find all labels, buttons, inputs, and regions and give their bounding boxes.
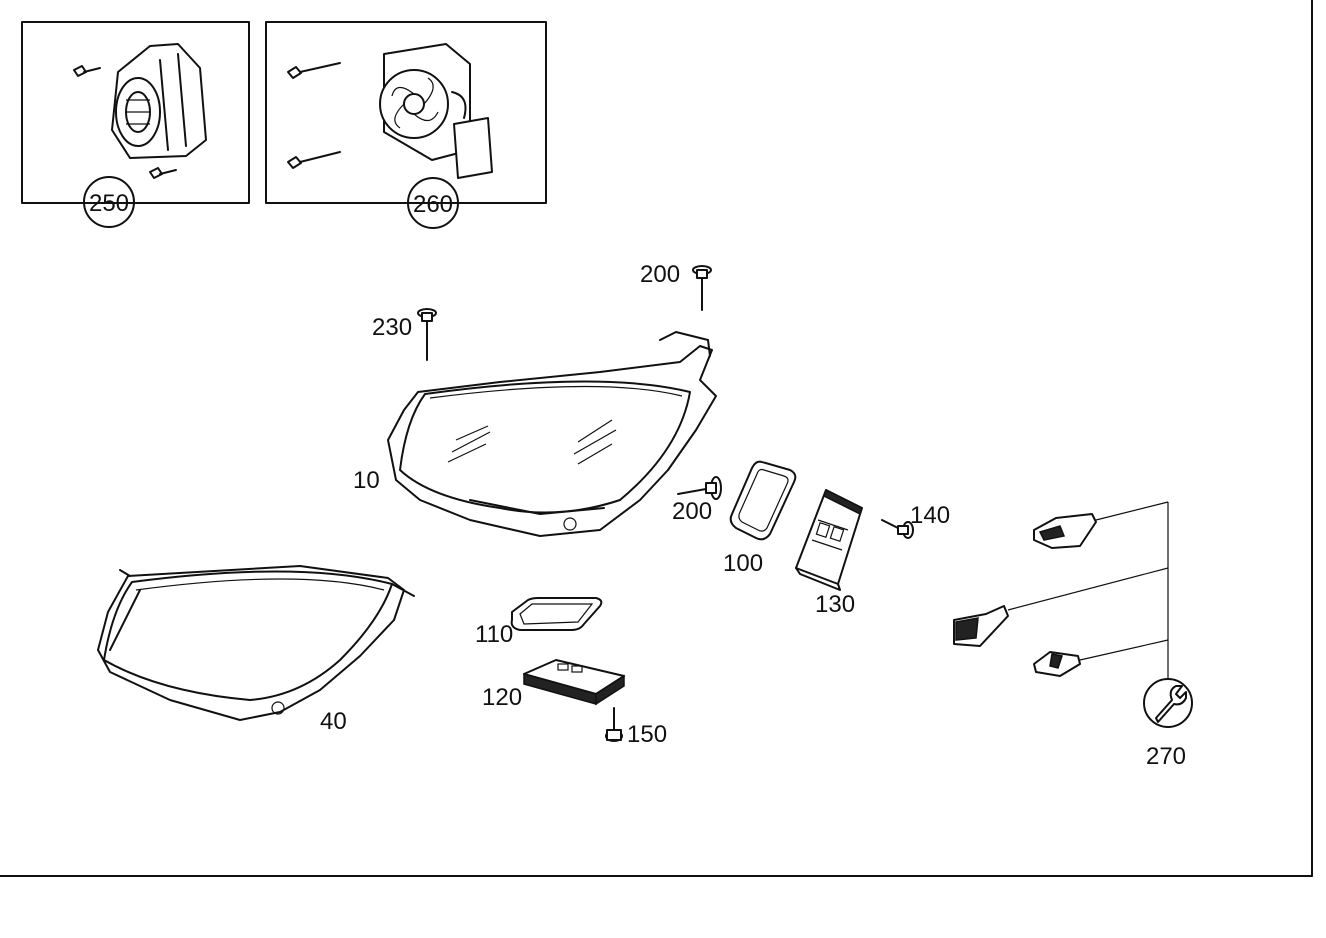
screw-200-top[interactable]: 200 [640,261,712,311]
label-140: 140 [910,502,950,529]
leader-lines-270 [1007,501,1169,678]
label-130: 130 [815,591,855,618]
screw-140[interactable]: 140 [881,502,950,539]
label-120: 120 [482,684,522,711]
wrench-icon [1143,678,1193,728]
gasket-100[interactable]: 100 [723,460,797,577]
bracket-bottom [1033,651,1081,677]
bracket-middle [953,605,1009,647]
headlamp-assembly-10[interactable]: 10 [353,331,717,537]
cooling-fan [379,43,493,179]
label-110: 110 [475,621,513,648]
label-150: 150 [627,721,667,748]
control-module-130[interactable]: 130 [795,488,863,618]
fan-screw-bottom [287,151,341,169]
screw-200-side[interactable]: 200 [672,476,722,525]
callout-260-circle [407,177,459,229]
screw-230[interactable]: 230 [372,308,437,361]
callout-250: 250 [89,190,129,217]
motor-screw-bottom [149,167,177,179]
callout-250-circle [83,176,135,228]
label-40: 40 [320,708,347,735]
gasket-110[interactable]: 110 [475,597,603,648]
label-200-top: 200 [640,261,680,288]
screw-150[interactable]: 150 [605,707,667,748]
inset-260[interactable]: 260 [265,21,547,229]
label-230: 230 [372,314,412,341]
label-100: 100 [723,550,763,577]
diagram-frame [0,0,1313,877]
label-200-side: 200 [672,498,712,525]
motor-screw-top [73,65,101,77]
label-10: 10 [353,467,380,494]
fan-screw-top [287,62,341,79]
leveling-motor [111,43,207,159]
repair-kit-270[interactable]: 270 [953,501,1193,770]
callout-270: 270 [1146,743,1186,770]
inset-250[interactable]: 250 [21,21,250,228]
callout-260: 260 [413,191,453,218]
control-module-120[interactable]: 120 [482,659,625,711]
bracket-top [1033,513,1097,549]
lens-cover-40[interactable]: 40 [97,565,415,735]
